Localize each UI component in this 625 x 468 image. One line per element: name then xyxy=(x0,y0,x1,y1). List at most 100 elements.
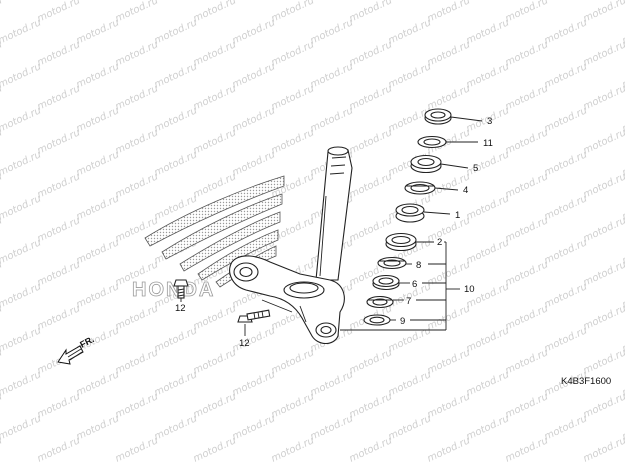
watermark-text: motod.ru xyxy=(387,369,433,398)
watermark-text: motod.ru xyxy=(582,259,625,288)
watermark-text: motod.ru xyxy=(504,0,550,25)
watermark-text: motod.ru xyxy=(192,127,238,156)
watermark-text: motod.ru xyxy=(543,61,589,90)
watermark-text: motod.ru xyxy=(114,303,160,332)
watermark-text: motod.ru xyxy=(192,435,238,464)
watermark-text: motod.ru xyxy=(504,303,550,332)
watermark-text: motod.ru xyxy=(582,215,625,244)
watermark-text: motod.ru xyxy=(543,105,589,134)
steering-stem xyxy=(229,146,353,345)
watermark-text: motod.ru xyxy=(36,171,82,200)
watermark-text: motod.ru xyxy=(504,347,550,376)
watermark-text: motod.ru xyxy=(348,0,394,25)
watermark-text: motod.ru xyxy=(504,127,550,156)
watermark-text: motod.ru xyxy=(582,303,625,332)
watermark-text: motod.ru xyxy=(465,325,511,354)
watermark-text: motod.ru xyxy=(36,215,82,244)
watermark-text: motod.ru xyxy=(387,413,433,442)
callout-12-lower: 12 xyxy=(239,338,250,349)
watermark-text: motod.ru xyxy=(309,0,355,3)
watermark-text: motod.ru xyxy=(543,17,589,46)
callout-3: 3 xyxy=(487,116,492,127)
watermark-text: motod.ru xyxy=(387,0,433,3)
watermark-text: motod.ru xyxy=(465,193,511,222)
lock-nut xyxy=(424,108,452,125)
watermark-text: motod.ru xyxy=(114,435,160,464)
watermark-text: motod.ru xyxy=(231,105,277,134)
watermark-text: motod.ru xyxy=(114,171,160,200)
watermark-text: motod.ru xyxy=(114,0,160,25)
watermark-text: motod.ru xyxy=(504,215,550,244)
lower-outer-race xyxy=(372,274,400,291)
watermark-text: motod.ru xyxy=(231,325,277,354)
watermark-text: motod.ru xyxy=(114,39,160,68)
watermark-text: motod.ru xyxy=(348,127,394,156)
watermark-text: motod.ru xyxy=(114,347,160,376)
watermark-text: motod.ru xyxy=(0,413,43,442)
watermark-text: motod.ru xyxy=(465,61,511,90)
watermark-text: motod.ru xyxy=(153,61,199,90)
watermark-text: motod.ru xyxy=(231,149,277,178)
watermark-text: motod.ru xyxy=(0,281,43,310)
watermark-text: motod.ru xyxy=(270,83,316,112)
watermark-text: motod.ru xyxy=(192,347,238,376)
watermark-text: motod.ru xyxy=(0,105,43,134)
dust-seal xyxy=(363,314,391,326)
watermark-text: motod.ru xyxy=(0,193,43,222)
bolt-lower xyxy=(237,309,271,323)
arrow-left-icon xyxy=(57,345,84,365)
watermark-text: motod.ru xyxy=(36,0,82,25)
watermark-text: motod.ru xyxy=(582,171,625,200)
watermark-text: motod.ru xyxy=(270,391,316,420)
watermark-text: motod.ru xyxy=(75,105,121,134)
watermark-text: motod.ru xyxy=(582,39,625,68)
watermark-text: motod.ru xyxy=(114,83,160,112)
watermark-text: motod.ru xyxy=(270,127,316,156)
watermark-text: motod.ru xyxy=(114,127,160,156)
watermark-text: motod.ru xyxy=(582,83,625,112)
upper-outer-race xyxy=(385,232,417,252)
watermark-text: motod.ru xyxy=(309,413,355,442)
watermark-text: motod.ru xyxy=(192,303,238,332)
watermark-text: motod.ru xyxy=(543,325,589,354)
watermark-text: motod.ru xyxy=(348,171,394,200)
watermark-text: motod.ru xyxy=(231,17,277,46)
upper-ball-race xyxy=(404,181,436,195)
watermark-text: motod.ru xyxy=(36,127,82,156)
callout-12-upper: 12 xyxy=(175,303,186,314)
leader-lines xyxy=(180,116,483,336)
watermark-text: motod.ru xyxy=(192,0,238,25)
bearing-stack xyxy=(363,108,452,326)
watermark-text: motod.ru xyxy=(465,237,511,266)
watermark-text: motod.ru xyxy=(543,193,589,222)
watermark-text: motod.ru xyxy=(387,61,433,90)
watermark-text: motod.ru xyxy=(36,435,82,464)
watermark-text: motod.ru xyxy=(348,347,394,376)
watermark-text: motod.ru xyxy=(153,325,199,354)
watermark-text: motod.ru xyxy=(582,127,625,156)
watermark-text: motod.ru xyxy=(270,39,316,68)
watermark-text: motod.ru xyxy=(465,369,511,398)
watermark-text: motod.ru xyxy=(309,61,355,90)
watermark-text: motod.ru xyxy=(0,61,43,90)
watermark-text: motod.ru xyxy=(0,149,43,178)
watermark-text: motod.ru xyxy=(36,39,82,68)
watermark-text: motod.ru xyxy=(348,39,394,68)
watermark-text: motod.ru xyxy=(36,303,82,332)
callout-7: 7 xyxy=(406,296,411,307)
watermark-text: motod.ru xyxy=(426,83,472,112)
watermark-text: motod.ru xyxy=(231,61,277,90)
watermark-text: motod.ru xyxy=(426,303,472,332)
watermark-text: motod.ru xyxy=(0,237,43,266)
watermark-text: motod.ru xyxy=(543,281,589,310)
brand-logo-text: HONDA xyxy=(132,279,215,301)
watermark-text: motod.ru xyxy=(465,0,511,3)
watermark-text: motod.ru xyxy=(231,0,277,3)
watermark-text: motod.ru xyxy=(348,435,394,464)
watermark-text: motod.ru xyxy=(426,215,472,244)
watermark-text: motod.ru xyxy=(75,193,121,222)
watermark-text: motod.ru xyxy=(153,413,199,442)
watermark-text: motod.ru xyxy=(582,0,625,25)
